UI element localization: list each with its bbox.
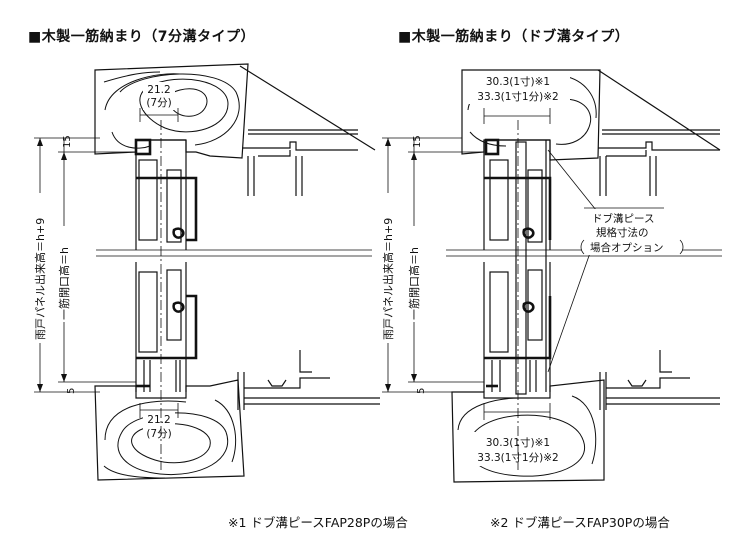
right-diagram-title: ■木製一筋納まり（ドブ溝タイプ） <box>398 29 630 45</box>
left-bottom-dimension: 21.2 (7分) <box>139 403 179 441</box>
right-callout: ドブ溝ピース 規格寸法の 場合オプション <box>547 149 684 373</box>
footnote-2: ※2 ドブ溝ピースFAP30Pの場合 <box>490 515 670 530</box>
left-frame-lines <box>237 65 380 410</box>
callout-piece-label: ドブ溝ピース <box>592 212 654 225</box>
right-shutter-panel <box>483 138 552 395</box>
left-inner-height-label: 一筋開口高＝h <box>57 247 71 320</box>
left-section-drawing: 21.2 (7分) 21.2 (7分) <box>33 63 380 481</box>
right-bottom-wood-grain <box>457 395 597 477</box>
left-dim-15: 15 <box>62 135 73 148</box>
left-top-dim-value: 21.2 <box>147 84 170 96</box>
left-diagram-title: ■木製一筋納まり（7分溝タイプ） <box>28 29 255 45</box>
right-vertical-dimensions: 15 5 雨戸パネル出来高＝h+9 一筋開口高＝h <box>381 135 484 394</box>
right-bottom-dim-value: 30.3(1寸)※1 <box>486 436 550 449</box>
left-top-dim-sub: (7分) <box>146 97 171 109</box>
right-inner-height-label: 一筋開口高＝h <box>407 247 421 320</box>
right-top-dimension: 30.3(1寸)※1 33.3(1寸1分)※2 <box>466 72 570 124</box>
left-shutter-panel <box>134 138 198 392</box>
left-break-line <box>96 249 372 257</box>
right-dim-15: 15 <box>412 135 423 148</box>
callout-standard-label: 規格寸法の <box>596 226 649 239</box>
callout-option-label: 場合オプション <box>590 241 664 254</box>
left-bottom-dim-sub: (7分) <box>146 428 171 440</box>
left-dim-5: 5 <box>66 388 77 394</box>
footnote-1: ※1 ドブ溝ピースFAP28Pの場合 <box>228 515 408 530</box>
right-bottom-sill <box>451 379 605 483</box>
left-vertical-dimensions: 15 5 雨戸パネル出来高＝h+9 一筋開口高＝h <box>33 135 136 394</box>
right-section-drawing: 30.3(1寸)※1 33.3(1寸1分)※2 30.3(1寸)※1 33.3(… <box>381 69 722 483</box>
right-top-dim-sub: 33.3(1寸1分)※2 <box>477 90 558 103</box>
left-outer-height-label: 雨戸パネル出来高＝h+9 <box>33 218 47 340</box>
left-top-wood-grain <box>103 71 240 149</box>
left-bottom-dim-value: 21.2 <box>147 414 170 426</box>
right-frame-lines <box>597 69 721 410</box>
right-outer-height-label: 雨戸パネル出来高＝h+9 <box>381 218 395 340</box>
right-dim-5: 5 <box>416 388 427 394</box>
left-top-dimension: 21.2 (7分) <box>139 82 179 122</box>
right-top-dim-value: 30.3(1寸)※1 <box>486 75 550 88</box>
